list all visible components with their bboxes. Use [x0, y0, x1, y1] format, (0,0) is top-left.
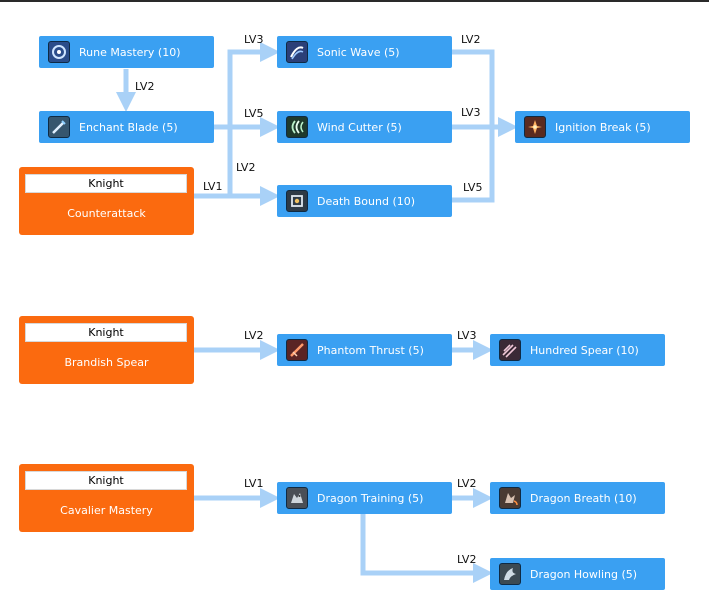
skill-label: Dragon Howling (5) — [530, 567, 638, 581]
skill-label: Death Bound (10) — [317, 194, 416, 208]
skill-node-dragon-breath[interactable]: Dragon Breath (10) — [490, 482, 665, 514]
dragon-training-icon — [286, 487, 308, 509]
enchant-blade-icon — [48, 116, 70, 138]
level-requirement-label: LV2 — [236, 161, 256, 174]
level-requirement-label: LV2 — [244, 329, 264, 342]
class-label: Knight — [25, 323, 187, 342]
level-requirement-label: LV2 — [135, 80, 155, 93]
rune-mastery-icon — [48, 41, 70, 63]
level-requirement-label: LV1 — [244, 477, 264, 490]
base-skill-cavalier-mastery[interactable]: Knight Cavalier Mastery — [19, 464, 194, 532]
level-requirement-label: LV3 — [457, 329, 477, 342]
skill-label: Dragon Breath (10) — [530, 491, 637, 505]
sonic-wave-icon — [286, 41, 308, 63]
level-requirement-label: LV5 — [244, 107, 264, 120]
wind-cutter-icon — [286, 116, 308, 138]
skill-label: Wind Cutter (5) — [317, 120, 402, 134]
base-skill-name: Cavalier Mastery — [60, 504, 153, 517]
skill-node-rune-mastery[interactable]: Rune Mastery (10) — [39, 36, 214, 68]
skill-node-ignition-break[interactable]: Ignition Break (5) — [515, 111, 690, 143]
skill-label: Phantom Thrust (5) — [317, 343, 424, 357]
skill-node-wind-cutter[interactable]: Wind Cutter (5) — [277, 111, 452, 143]
skill-label: Sonic Wave (5) — [317, 45, 400, 59]
dragon-howling-icon — [499, 563, 521, 585]
level-requirement-label: LV2 — [461, 33, 481, 46]
hundred-spear-icon — [499, 339, 521, 361]
skill-node-dragon-howling[interactable]: Dragon Howling (5) — [490, 558, 665, 590]
base-skill-counterattack[interactable]: Knight Counterattack — [19, 167, 194, 235]
connector-counter-trunk — [194, 42, 280, 199]
skill-node-enchant-blade[interactable]: Enchant Blade (5) — [39, 111, 214, 143]
level-requirement-label: LV1 — [203, 180, 223, 193]
skill-node-sonic-wave[interactable]: Sonic Wave (5) — [277, 36, 452, 68]
death-bound-icon — [286, 190, 308, 212]
level-requirement-label: LV5 — [463, 181, 483, 194]
skill-node-hundred-spear[interactable]: Hundred Spear (10) — [490, 334, 665, 366]
connector-death-to-ignition — [452, 127, 495, 203]
skill-node-dragon-training[interactable]: Dragon Training (5) — [277, 482, 452, 514]
base-skill-name: Brandish Spear — [64, 356, 149, 369]
class-label: Knight — [25, 174, 187, 193]
skill-label: Ignition Break (5) — [555, 120, 651, 134]
base-skill-name: Counterattack — [67, 207, 146, 220]
connector-training-to-howling — [360, 514, 493, 583]
level-requirement-label: LV3 — [244, 33, 264, 46]
connector-sonic-to-ignition — [452, 49, 495, 127]
skill-node-death-bound[interactable]: Death Bound (10) — [277, 185, 452, 217]
phantom-thrust-icon — [286, 339, 308, 361]
skill-label: Rune Mastery (10) — [79, 45, 181, 59]
skill-label: Dragon Training (5) — [317, 491, 424, 505]
skill-node-phantom-thrust[interactable]: Phantom Thrust (5) — [277, 334, 452, 366]
base-skill-brandish-spear[interactable]: Knight Brandish Spear — [19, 316, 194, 384]
level-requirement-label: LV3 — [461, 106, 481, 119]
skill-label: Hundred Spear (10) — [530, 343, 639, 357]
skill-label: Enchant Blade (5) — [79, 120, 178, 134]
ignition-break-icon — [524, 116, 546, 138]
class-label: Knight — [25, 471, 187, 490]
level-requirement-label: LV2 — [457, 553, 477, 566]
level-requirement-label: LV2 — [457, 477, 477, 490]
dragon-breath-icon — [499, 487, 521, 509]
